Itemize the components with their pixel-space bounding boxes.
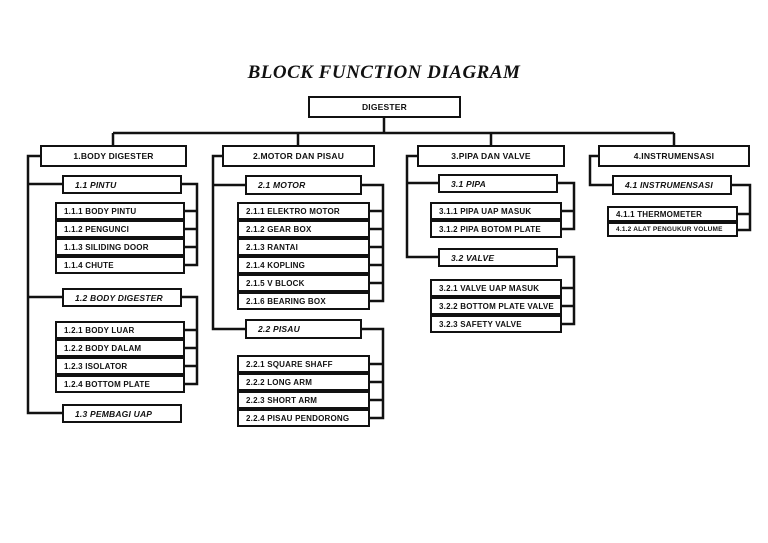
connector-group-1-2 xyxy=(182,295,199,386)
leaf-thermometer: 4.1.1 THERMOMETER xyxy=(607,206,738,222)
connector-branch3-spine xyxy=(405,154,438,259)
leaf-bearing-box: 2.1.6 BEARING BOX xyxy=(237,292,370,310)
leaf-kopling: 2.1.4 KOPLING xyxy=(237,256,370,274)
connector-group-4-1 xyxy=(732,183,752,232)
connector-group-1-1 xyxy=(182,182,199,267)
connector-branch4-spine xyxy=(588,154,612,187)
connector-group-2-2 xyxy=(362,327,385,420)
branch-motor-dan-pisau: 2.MOTOR DAN PISAU xyxy=(222,145,375,167)
branch-pipa-dan-valve: 3.PIPA DAN VALVE xyxy=(417,145,565,167)
connector-branch2-spine xyxy=(211,154,245,331)
leaf-bottom-plate-valve: 3.2.2 BOTTOM PLATE VALVE xyxy=(430,297,562,315)
branch-body-digester: 1.BODY DIGESTER xyxy=(40,145,187,167)
leaf-siliding-door: 1.1.3 SILIDING DOOR xyxy=(55,238,185,256)
sub-motor: 2.1 MOTOR xyxy=(245,175,362,195)
sub-body-digester: 1.2 BODY DIGESTER xyxy=(62,288,182,307)
sub-valve: 3.2 VALVE xyxy=(438,248,558,267)
leaf-isolator: 1.2.3 ISOLATOR xyxy=(55,357,185,375)
leaf-bottom-plate: 1.2.4 BOTTOM PLATE xyxy=(55,375,185,393)
node-digester: DIGESTER xyxy=(308,96,461,118)
leaf-long-arm: 2.2.2 LONG ARM xyxy=(237,373,370,391)
sub-pintu: 1.1 PINTU xyxy=(62,175,182,194)
leaf-pipa-uap-masuk: 3.1.1 PIPA UAP MASUK xyxy=(430,202,562,220)
leaf-short-arm: 2.2.3 SHORT ARM xyxy=(237,391,370,409)
leaf-elektro-motor: 2.1.1 ELEKTRO MOTOR xyxy=(237,202,370,220)
leaf-gear-box: 2.1.2 GEAR BOX xyxy=(237,220,370,238)
connector-group-2-1 xyxy=(362,183,385,303)
leaf-square-shaff: 2.2.1 SQUARE SHAFF xyxy=(237,355,370,373)
leaf-v-block: 2.1.5 V BLOCK xyxy=(237,274,370,292)
leaf-pengunci: 1.1.2 PENGUNCI xyxy=(55,220,185,238)
sub-pisau: 2.2 PISAU xyxy=(245,319,362,339)
sub-pembagi-uap: 1.3 PEMBAGI UAP xyxy=(62,404,182,423)
connector-root-to-branches xyxy=(111,118,676,145)
leaf-alat-pengukur-volume: 4.1.2 ALAT PENGUKUR VOLUME xyxy=(607,222,738,237)
leaf-body-dalam: 1.2.2 BODY DALAM xyxy=(55,339,185,357)
leaf-pipa-botom-plate: 3.1.2 PIPA BOTOM PLATE xyxy=(430,220,562,238)
sub-instrumensasi: 4.1 INSTRUMENSASI xyxy=(612,175,732,195)
leaf-body-luar: 1.2.1 BODY LUAR xyxy=(55,321,185,339)
leaf-rantai: 2.1.3 RANTAI xyxy=(237,238,370,256)
leaf-pisau-pendorong: 2.2.4 PISAU PENDORONG xyxy=(237,409,370,427)
leaf-valve-uap-masuk: 3.2.1 VALVE UAP MASUK xyxy=(430,279,562,297)
connector-group-3-1 xyxy=(558,181,576,231)
sub-pipa: 3.1 PIPA xyxy=(438,174,558,193)
diagram-title: BLOCK FUNCTION DIAGRAM xyxy=(247,62,521,83)
leaf-body-pintu: 1.1.1 BODY PINTU xyxy=(55,202,185,220)
connector-branch1-spine xyxy=(26,154,62,415)
connector-group-3-2 xyxy=(558,255,576,326)
branch-instrumensasi: 4.INSTRUMENSASI xyxy=(598,145,750,167)
leaf-chute: 1.1.4 CHUTE xyxy=(55,256,185,274)
leaf-safety-valve: 3.2.3 SAFETY VALVE xyxy=(430,315,562,333)
